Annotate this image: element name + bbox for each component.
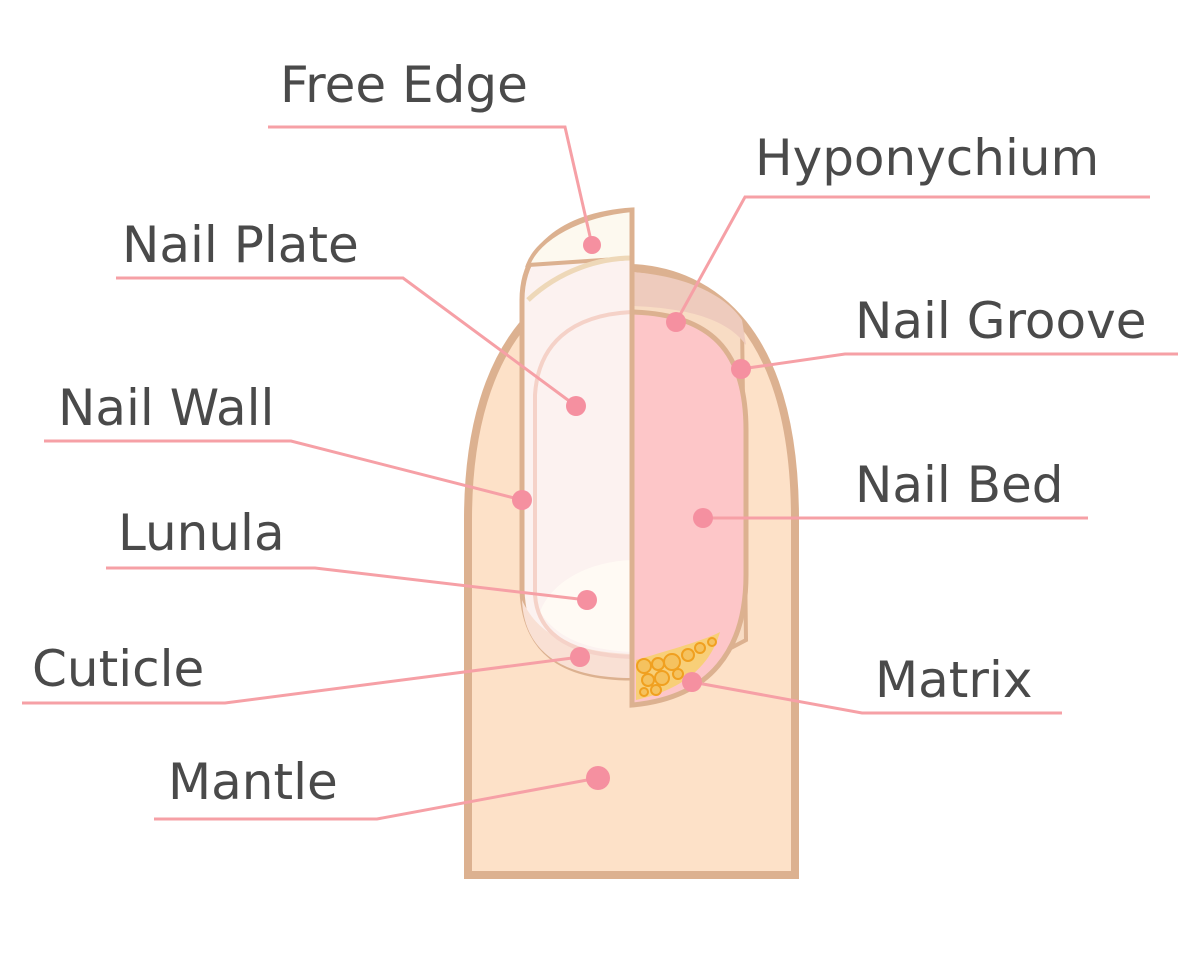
label-nail-wall: Nail Wall: [58, 379, 274, 437]
marker-cuticle: [570, 647, 590, 667]
label-nail-bed: Nail Bed: [855, 456, 1064, 514]
markers: [512, 236, 751, 790]
leader-mantle: [154, 776, 599, 821]
leader-free-edge: [268, 125, 594, 246]
label-nail-groove: Nail Groove: [855, 292, 1146, 350]
leader-nail-plate: [116, 276, 577, 408]
label-free-edge: Free Edge: [280, 56, 528, 114]
marker-mantle: [586, 766, 610, 790]
free-edge-line: [526, 255, 633, 302]
marker-lunula: [577, 590, 597, 610]
marker-nail-wall: [512, 490, 532, 510]
nail-bed-shape: [629, 309, 749, 708]
marker-hyponychium: [666, 312, 686, 332]
marker-nail-groove: [731, 359, 751, 379]
leader-lunula: [106, 566, 588, 602]
marker-nail-bed: [693, 508, 713, 528]
label-lunula: Lunula: [118, 504, 285, 562]
free-edge-shape: [525, 207, 634, 268]
marker-free-edge: [583, 236, 601, 254]
matrix-cells: [636, 632, 720, 700]
label-nail-plate: Nail Plate: [122, 216, 359, 274]
label-hyponychium: Hyponychium: [755, 129, 1099, 187]
leader-lines: [22, 125, 1178, 821]
cuticle-shape: [522, 600, 632, 678]
marker-matrix: [682, 672, 702, 692]
leader-matrix: [691, 680, 1062, 715]
leader-cuticle: [22, 655, 581, 705]
marker-nail-plate: [566, 396, 586, 416]
leader-nail-groove: [740, 352, 1178, 371]
leader-hyponychium: [674, 195, 1150, 323]
label-matrix: Matrix: [875, 651, 1032, 709]
leader-nail-wall: [44, 439, 523, 502]
label-mantle: Mantle: [168, 753, 338, 811]
label-cuticle: Cuticle: [32, 640, 204, 698]
hyponychium-shape: [632, 272, 746, 345]
